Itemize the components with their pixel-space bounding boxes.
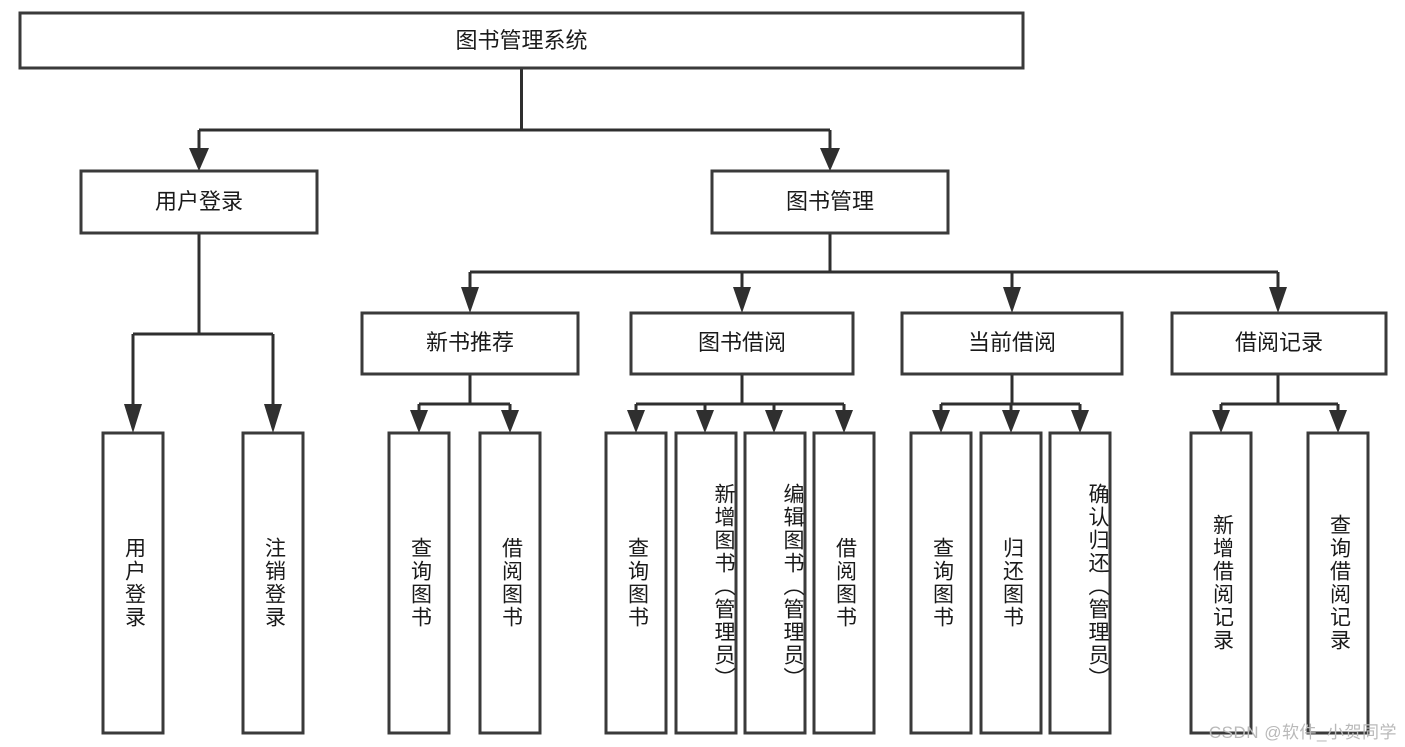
leaf-boxes-new-book-recommend bbox=[387, 431, 542, 735]
node-new-book-recommend-box[interactable] bbox=[360, 311, 580, 376]
leaf-box-book-borrow-4[interactable] bbox=[812, 431, 876, 735]
node-new-book-recommend-label: 新书推荐 bbox=[426, 330, 514, 355]
leaf-boxes-book-borrow bbox=[604, 431, 876, 735]
node-root[interactable]: 图书管理系统 bbox=[18, 11, 1025, 70]
node-new-book-recommend[interactable]: 新书推荐 bbox=[360, 311, 580, 376]
connector-group-bookmgmt bbox=[461, 233, 1287, 313]
arrow-userlogin-leaf-2 bbox=[264, 404, 282, 433]
node-book-management-label: 图书管理 bbox=[786, 189, 874, 214]
arrow-currentborrow-leaf-2 bbox=[1002, 410, 1020, 433]
node-book-borrow-box[interactable] bbox=[629, 311, 855, 376]
node-book-management-box[interactable] bbox=[710, 169, 950, 235]
node-current-borrow-label: 当前借阅 bbox=[968, 330, 1056, 355]
node-current-borrow[interactable]: 当前借阅 bbox=[900, 311, 1124, 376]
leaf-box-book-borrow-3[interactable] bbox=[743, 431, 807, 735]
node-book-management[interactable]: 图书管理 bbox=[710, 169, 950, 235]
arrow-currentborrow-leaf-3 bbox=[1071, 410, 1089, 433]
node-current-borrow-box[interactable] bbox=[900, 311, 1124, 376]
connector-group-borrowrecord bbox=[1212, 374, 1347, 433]
arrow-root-to-userlogin bbox=[189, 148, 209, 171]
connector-group-root bbox=[189, 68, 840, 171]
leaf-box-current-borrow-3[interactable] bbox=[1048, 431, 1112, 735]
arrow-currentborrow-leaf-1 bbox=[932, 410, 950, 433]
leaf-boxes-user-login bbox=[101, 431, 305, 735]
connector-group-newbook bbox=[410, 374, 519, 433]
leaf-box-current-borrow-1[interactable] bbox=[909, 431, 973, 735]
arrow-bookborrow-leaf-2 bbox=[696, 410, 714, 433]
arrow-bookmgmt-child-3 bbox=[1003, 287, 1021, 313]
leaf-boxes-borrow-record bbox=[1189, 431, 1370, 735]
node-user-login[interactable]: 用户登录 bbox=[79, 169, 319, 235]
node-root-label: 图书管理系统 bbox=[455, 28, 587, 53]
connector-group-currentborrow bbox=[932, 374, 1089, 433]
arrow-bookborrow-leaf-1 bbox=[627, 410, 645, 433]
node-book-borrow[interactable]: 图书借阅 bbox=[629, 311, 855, 376]
arrow-newbook-leaf-1 bbox=[410, 410, 428, 433]
node-user-login-label: 用户登录 bbox=[155, 189, 243, 214]
leaf-boxes-current-borrow bbox=[909, 431, 1112, 735]
leaf-box-borrow-record-2[interactable] bbox=[1306, 431, 1370, 735]
arrow-bookmgmt-child-1 bbox=[461, 287, 479, 313]
node-root-box[interactable] bbox=[18, 11, 1025, 70]
leaf-box-new-book-2[interactable] bbox=[478, 431, 542, 735]
leaf-box-book-borrow-1[interactable] bbox=[604, 431, 668, 735]
connector-group-userlogin bbox=[124, 233, 282, 433]
leaf-box-book-borrow-2[interactable] bbox=[674, 431, 738, 735]
arrow-bookborrow-leaf-4 bbox=[835, 410, 853, 433]
node-borrow-record[interactable]: 借阅记录 bbox=[1170, 311, 1388, 376]
arrow-borrowrecord-leaf-2 bbox=[1329, 410, 1347, 433]
connector-group-bookborrow bbox=[627, 374, 853, 433]
arrow-bookborrow-leaf-3 bbox=[765, 410, 783, 433]
arrow-bookmgmt-child-2 bbox=[733, 287, 751, 313]
node-user-login-box[interactable] bbox=[79, 169, 319, 235]
leaf-box-user-login-1[interactable] bbox=[101, 431, 165, 735]
arrow-newbook-leaf-2 bbox=[501, 410, 519, 433]
arrow-root-to-bookmgmt bbox=[820, 148, 840, 171]
leaf-box-user-login-2[interactable] bbox=[241, 431, 305, 735]
node-borrow-record-label: 借阅记录 bbox=[1235, 330, 1323, 355]
leaf-box-new-book-1[interactable] bbox=[387, 431, 451, 735]
csdn-watermark: CSDN @软件_小贺同学 bbox=[1208, 723, 1397, 742]
arrow-borrowrecord-leaf-1 bbox=[1212, 410, 1230, 433]
node-borrow-record-box[interactable] bbox=[1170, 311, 1388, 376]
arrow-userlogin-leaf-1 bbox=[124, 404, 142, 433]
node-book-borrow-label: 图书借阅 bbox=[698, 330, 786, 355]
arrow-bookmgmt-child-4 bbox=[1269, 287, 1287, 313]
leaf-box-current-borrow-2[interactable] bbox=[979, 431, 1043, 735]
leaf-box-borrow-record-1[interactable] bbox=[1189, 431, 1253, 735]
